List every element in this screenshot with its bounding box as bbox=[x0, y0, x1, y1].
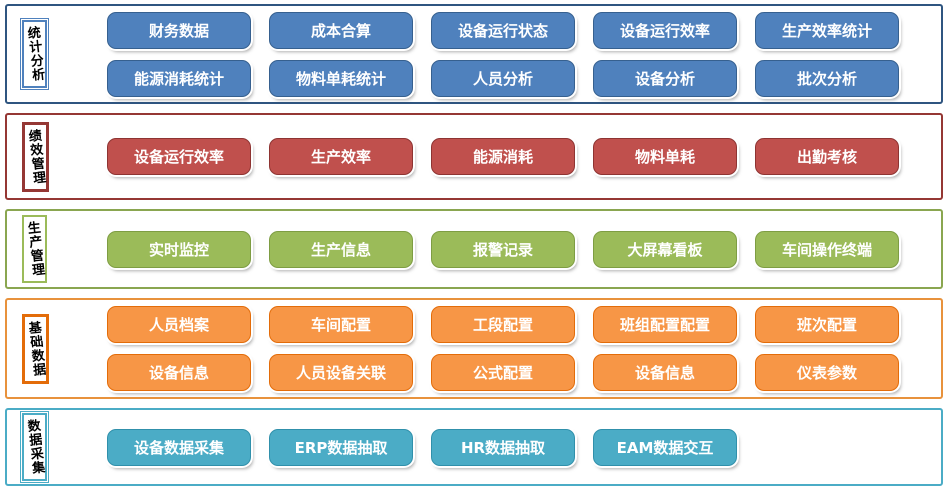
module-button-workshop-config[interactable]: 车间配置 bbox=[269, 306, 413, 343]
section-label-text: 数据采集 bbox=[24, 418, 45, 476]
module-button-production-efficiency[interactable]: 生产效率 bbox=[269, 138, 413, 175]
section-label-text: 生产管理 bbox=[24, 220, 45, 278]
section-label-performance-management: 绩效管理 bbox=[22, 121, 49, 192]
module-button-equipment-running-efficiency[interactable]: 设备运行效率 bbox=[107, 138, 251, 175]
module-button-equipment-analysis[interactable]: 设备分析 bbox=[593, 59, 737, 97]
module-button-production-efficiency-stats[interactable]: 生产效率统计 bbox=[755, 11, 899, 49]
module-button-alarm-records[interactable]: 报警记录 bbox=[431, 230, 575, 268]
section-label-production-management: 生产管理 bbox=[22, 215, 47, 283]
module-button-financial-data[interactable]: 财务数据 bbox=[107, 11, 251, 49]
section-label-text: 绩效管理 bbox=[25, 127, 46, 186]
module-button-energy-consumption[interactable]: 能源消耗 bbox=[431, 138, 575, 175]
module-button-attendance-assessment[interactable]: 出勤考核 bbox=[755, 138, 899, 175]
module-button-personnel-equipment-link[interactable]: 人员设备关联 bbox=[269, 354, 413, 391]
module-button-worksection-config[interactable]: 工段配置 bbox=[431, 306, 575, 343]
module-button-eam-data-interaction[interactable]: EAM数据交互 bbox=[593, 428, 737, 466]
module-button-hr-data-extraction[interactable]: HR数据抽取 bbox=[431, 428, 575, 466]
module-button-batch-analysis[interactable]: 批次分析 bbox=[755, 59, 899, 97]
button-row: 实时监控 生产信息 报警记录 大屏幕看板 车间操作终端 bbox=[107, 230, 935, 268]
button-grid: 财务数据 成本合算 设备运行状态 设备运行效率 生产效率统计 能源消耗统计 物料… bbox=[107, 11, 935, 97]
button-grid: 实时监控 生产信息 报警记录 大屏幕看板 车间操作终端 bbox=[107, 230, 935, 268]
module-button-equipment-info-2[interactable]: 设备信息 bbox=[593, 354, 737, 391]
module-button-equipment-data-collection[interactable]: 设备数据采集 bbox=[107, 428, 251, 466]
section-performance-management: 绩效管理 设备运行效率 生产效率 能源消耗 物料单耗 出勤考核 bbox=[5, 113, 943, 200]
section-label-text: 基础数据 bbox=[25, 319, 46, 378]
button-row: 设备运行效率 生产效率 能源消耗 物料单耗 出勤考核 bbox=[107, 138, 935, 175]
button-grid: 设备运行效率 生产效率 能源消耗 物料单耗 出勤考核 bbox=[107, 138, 935, 175]
section-data-collection: 数据采集 设备数据采集 ERP数据抽取 HR数据抽取 EAM数据交互 bbox=[5, 408, 943, 486]
module-button-equipment-info[interactable]: 设备信息 bbox=[107, 354, 251, 391]
module-button-production-info[interactable]: 生产信息 bbox=[269, 230, 413, 268]
module-button-material-unit-consumption[interactable]: 物料单耗 bbox=[593, 138, 737, 175]
module-button-workshop-terminal[interactable]: 车间操作终端 bbox=[755, 230, 899, 268]
section-statistical-analysis: 统计分析 财务数据 成本合算 设备运行状态 设备运行效率 生产效率统计 能源消耗… bbox=[5, 4, 943, 104]
section-label-data-collection: 数据采集 bbox=[20, 411, 49, 483]
module-button-personnel-analysis[interactable]: 人员分析 bbox=[431, 59, 575, 97]
button-row: 人员档案 车间配置 工段配置 班组配置配置 班次配置 bbox=[107, 306, 935, 343]
module-button-equipment-running-efficiency[interactable]: 设备运行效率 bbox=[593, 11, 737, 49]
button-row: 设备数据采集 ERP数据抽取 HR数据抽取 EAM数据交互 bbox=[107, 428, 935, 466]
module-button-team-config[interactable]: 班组配置配置 bbox=[593, 306, 737, 343]
module-button-erp-data-extraction[interactable]: ERP数据抽取 bbox=[269, 428, 413, 466]
section-label-statistical-analysis: 统计分析 bbox=[20, 18, 49, 90]
module-button-equipment-running-status[interactable]: 设备运行状态 bbox=[431, 11, 575, 49]
module-button-personnel-files[interactable]: 人员档案 bbox=[107, 306, 251, 343]
module-button-formula-config[interactable]: 公式配置 bbox=[431, 354, 575, 391]
section-label-text: 统计分析 bbox=[24, 25, 45, 83]
module-button-material-unit-consumption-stats[interactable]: 物料单耗统计 bbox=[269, 59, 413, 97]
section-basic-data: 基础数据 人员档案 车间配置 工段配置 班组配置配置 班次配置 设备信息 人员设… bbox=[5, 298, 943, 399]
module-button-energy-consumption-stats[interactable]: 能源消耗统计 bbox=[107, 59, 251, 97]
button-grid: 人员档案 车间配置 工段配置 班组配置配置 班次配置 设备信息 人员设备关联 公… bbox=[107, 306, 935, 391]
module-button-meter-parameters[interactable]: 仪表参数 bbox=[755, 354, 899, 391]
section-production-management: 生产管理 实时监控 生产信息 报警记录 大屏幕看板 车间操作终端 bbox=[5, 209, 943, 289]
button-grid: 设备数据采集 ERP数据抽取 HR数据抽取 EAM数据交互 bbox=[107, 428, 935, 466]
module-button-shift-config[interactable]: 班次配置 bbox=[755, 306, 899, 343]
section-label-basic-data: 基础数据 bbox=[22, 313, 49, 384]
module-button-realtime-monitoring[interactable]: 实时监控 bbox=[107, 230, 251, 268]
module-button-cost-accounting[interactable]: 成本合算 bbox=[269, 11, 413, 49]
button-row: 能源消耗统计 物料单耗统计 人员分析 设备分析 批次分析 bbox=[107, 59, 935, 97]
button-row: 财务数据 成本合算 设备运行状态 设备运行效率 生产效率统计 bbox=[107, 11, 935, 49]
module-button-big-screen-board[interactable]: 大屏幕看板 bbox=[593, 230, 737, 268]
button-row: 设备信息 人员设备关联 公式配置 设备信息 仪表参数 bbox=[107, 354, 935, 391]
